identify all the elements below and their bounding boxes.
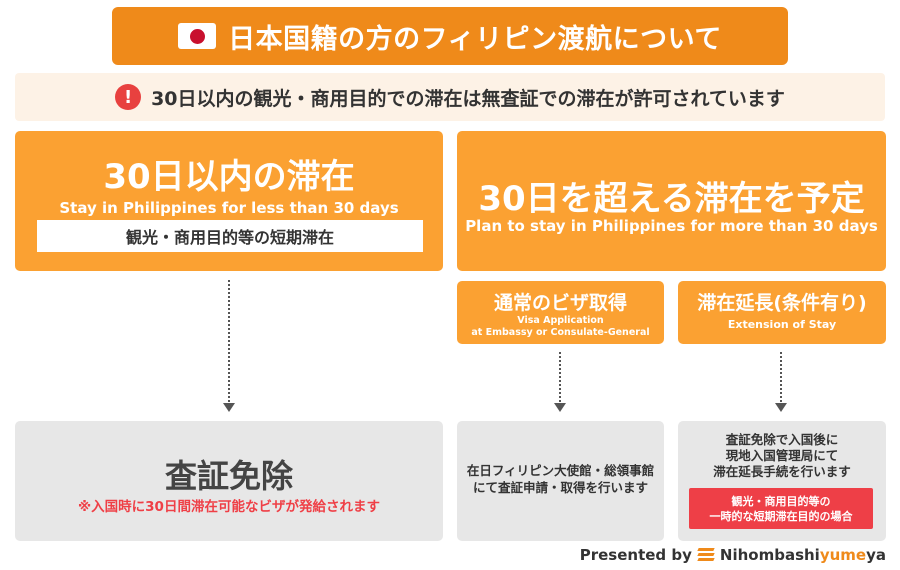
visa-application-subtitle-1: Visa Application xyxy=(517,315,604,326)
visa-application-subtitle-2: at Embassy or Consulate-General xyxy=(471,327,650,338)
brand-name: Nihombashiyumeya xyxy=(720,546,886,564)
visa-exemption-title: 査証免除 xyxy=(164,457,293,495)
visa-application-card: 通常のビザ取得 Visa Application at Embassy or C… xyxy=(457,281,664,344)
brand-name-part: Nihombashi xyxy=(719,546,820,564)
short-stay-tag: 観光・商用目的等の短期滞在 xyxy=(37,220,423,252)
dotted-line xyxy=(780,352,782,402)
visa-result-line: 在日フィリピン大使館・総領事館 xyxy=(466,463,655,478)
arrow-down-icon xyxy=(554,403,566,412)
visa-application-title: 通常のビザ取得 xyxy=(493,292,627,314)
extension-tag-line: 一時的な短期滞在目的の場合 xyxy=(709,509,853,523)
exclamation-icon: ! xyxy=(115,84,142,110)
page-title: 日本国籍の方のフィリピン渡航について xyxy=(228,23,722,55)
visa-application-result: 在日フィリピン大使館・総領事館 にて査証申請・取得を行います xyxy=(457,421,664,541)
visa-application-result-text: 在日フィリピン大使館・総領事館 にて査証申請・取得を行います xyxy=(457,462,664,496)
extension-title: 滞在延長(条件有り) xyxy=(697,292,867,314)
long-stay-title: 30日を超える滞在を予定 xyxy=(478,179,865,219)
visa-exemption-result: 査証免除 ※入国時に30日間滞在可能なビザが発給されます xyxy=(15,421,443,541)
japan-flag-icon xyxy=(178,23,217,49)
extension-result-line: 滞在延長手続を行います xyxy=(713,464,851,479)
stripes-logo-icon xyxy=(697,548,715,562)
visa-exemption-note: ※入国時に30日間滞在可能なビザが発給されます xyxy=(78,499,380,515)
short-stay-title: 30日以内の滞在 xyxy=(103,157,355,197)
long-stay-card: 30日を超える滞在を予定 Plan to stay in Philippines… xyxy=(457,131,886,271)
dotted-line xyxy=(559,352,561,402)
extension-result-line: 査証免除で入国後に xyxy=(725,432,839,447)
extension-tag-line: 観光・商用目的等の xyxy=(731,494,831,508)
brand-name-part: ya xyxy=(866,546,886,564)
notice-text: 30日以内の観光・商用目的での滞在は無査証での滞在が許可されています xyxy=(151,87,785,110)
extension-result-line: 現地入国管理局にて xyxy=(725,448,839,463)
flag-sun-disc xyxy=(189,28,205,44)
extension-subtitle: Extension of Stay xyxy=(727,318,837,331)
dotted-line xyxy=(228,280,230,402)
footer-credit: Presented by Nihombashiyumeya xyxy=(580,544,886,566)
short-stay-subtitle: Stay in Philippines for less than 30 day… xyxy=(59,199,399,217)
presented-by-label: Presented by xyxy=(579,546,692,564)
arrow-down-icon xyxy=(223,403,235,412)
short-stay-card: 30日以内の滞在 Stay in Philippines for less th… xyxy=(15,131,443,271)
extension-connector xyxy=(775,352,787,414)
long-stay-subtitle: Plan to stay in Philippines for more tha… xyxy=(465,217,878,235)
notice-banner: ! 30日以内の観光・商用目的での滞在は無査証での滞在が許可されています xyxy=(15,73,885,121)
extension-result: 査証免除で入国後に 現地入国管理局にて 滞在延長手続を行います 観光・商用目的等… xyxy=(678,421,886,541)
visa-result-line: にて査証申請・取得を行います xyxy=(472,480,648,495)
visa-connector xyxy=(554,352,566,414)
extension-condition-tag: 観光・商用目的等の 一時的な短期滞在目的の場合 xyxy=(689,488,873,529)
title-banner: 日本国籍の方のフィリピン渡航について xyxy=(112,7,788,65)
extension-result-text: 査証免除で入国後に 現地入国管理局にて 滞在延長手続を行います xyxy=(678,432,886,480)
brand-name-accent: yume xyxy=(819,546,867,564)
extension-card: 滞在延長(条件有り) Extension of Stay xyxy=(678,281,886,344)
arrow-down-icon xyxy=(775,403,787,412)
short-stay-connector xyxy=(223,280,235,414)
